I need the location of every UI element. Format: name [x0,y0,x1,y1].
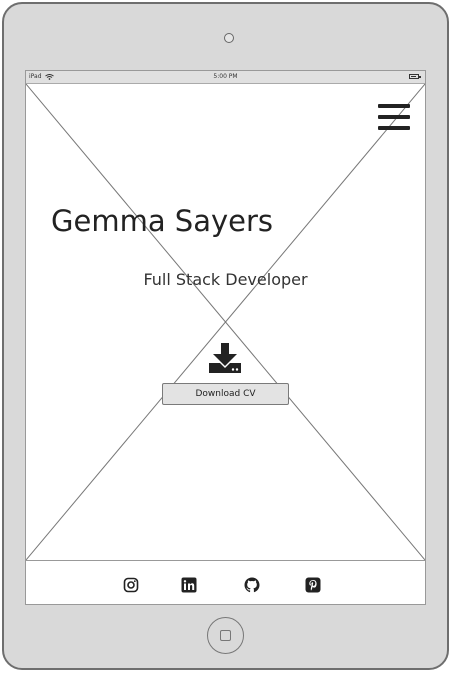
image-placeholder [26,84,425,560]
hero-section: Gemma Sayers Full Stack Developer Downlo… [26,84,425,560]
wifi-icon [44,73,54,80]
status-time: 5:00 PM [213,73,238,80]
footer [26,560,425,604]
hero-name: Gemma Sayers [51,204,274,238]
menu-icon[interactable] [378,104,410,130]
download-cv-button[interactable]: Download CV [162,383,289,405]
screen: iPad 5:00 PM Gemma Sayers Full Stack Dev… [25,70,426,605]
status-bar: iPad 5:00 PM [26,71,425,84]
pinterest-icon[interactable] [305,577,321,593]
home-button-icon [220,630,231,641]
camera [224,33,234,43]
home-button[interactable] [207,617,244,654]
github-icon[interactable] [244,577,260,593]
device-label: iPad [29,73,42,80]
linkedin-icon[interactable] [181,577,197,593]
hero-role: Full Stack Developer [143,270,308,289]
instagram-icon[interactable] [123,577,139,593]
download-icon [209,343,241,373]
battery-icon [409,74,421,79]
status-left: iPad [29,73,54,80]
